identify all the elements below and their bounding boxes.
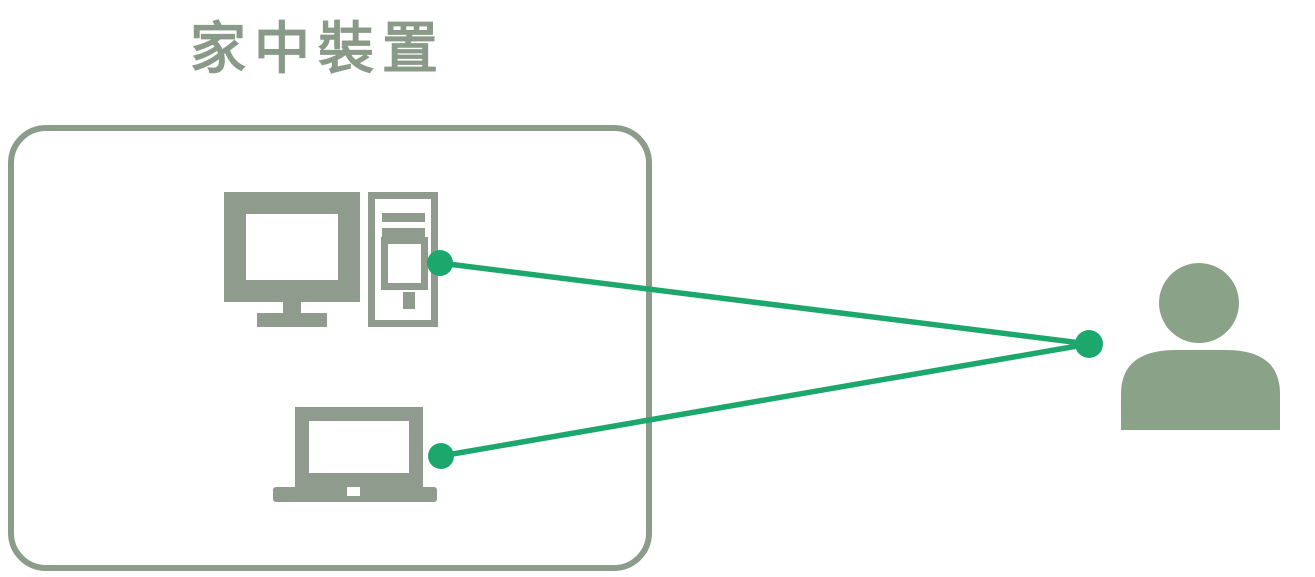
connection-laptop-to-user	[440, 341, 1090, 459]
connection-desktop-to-user	[439, 260, 1090, 347]
laptop-screen-bezel	[295, 407, 423, 487]
monitor-base	[257, 313, 327, 327]
tower-power-button	[403, 292, 415, 309]
tower-front-panel	[381, 237, 428, 290]
monitor-bezel	[224, 192, 360, 302]
user-body	[1121, 350, 1280, 430]
laptop-base-notch	[347, 487, 360, 496]
home-devices-group-label: 家中裝置	[190, 17, 446, 80]
connector-dot-laptop	[428, 443, 454, 469]
tower-vent-slit	[382, 213, 425, 222]
laptop-icon	[273, 407, 437, 502]
user-head	[1159, 263, 1239, 343]
user-icon	[1121, 263, 1280, 430]
monitor-neck	[283, 302, 301, 314]
connector-dot-user	[1075, 330, 1103, 358]
home-devices-group-frame	[8, 125, 652, 571]
tower-vent-slit	[382, 228, 425, 237]
desktop-computer-icon	[224, 192, 438, 327]
connector-dot-desktop	[427, 250, 453, 276]
